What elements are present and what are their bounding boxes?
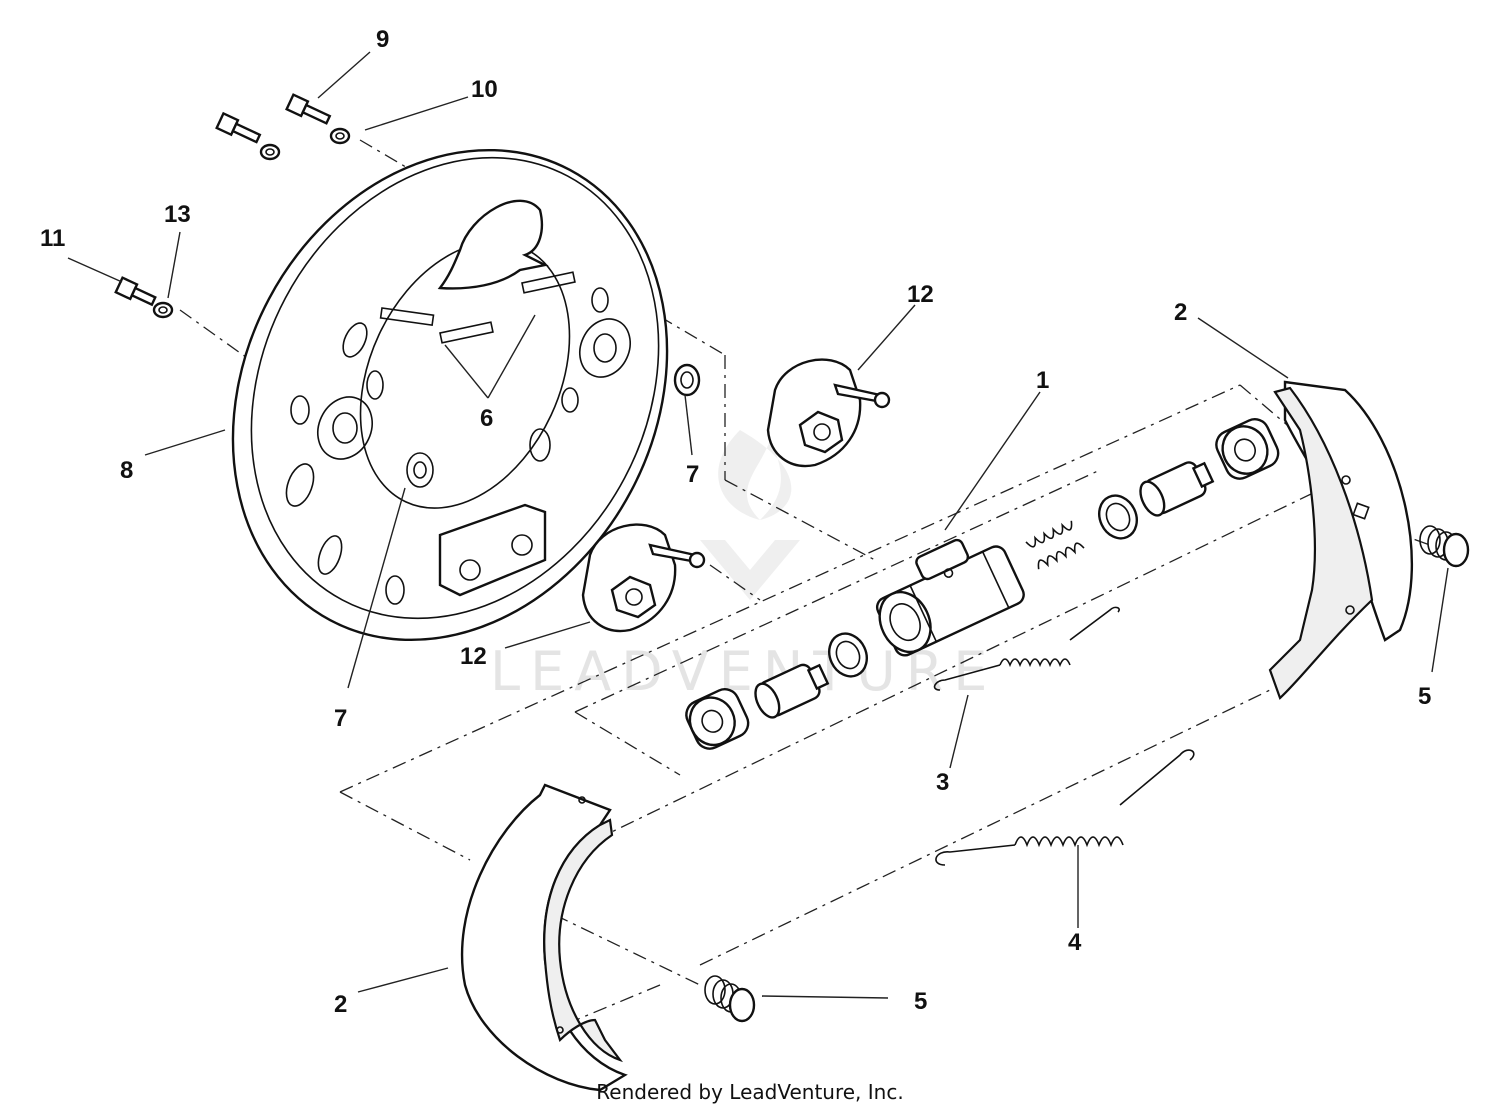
hold-down-spring-left (704, 975, 756, 1023)
brake-shoe-right (1268, 380, 1413, 700)
bolt-item-11 (114, 276, 157, 307)
hold-down-spring-right (1419, 525, 1470, 568)
washer-item-7-right (673, 363, 701, 397)
washer-item-10 (329, 127, 351, 145)
callout-3: 3 (936, 769, 949, 796)
wheel-cylinder-assembly (685, 418, 1280, 750)
callout-4: 4 (1068, 929, 1082, 956)
callout-11: 11 (40, 225, 65, 252)
backing-plate (231, 148, 669, 642)
callout-8: 8 (120, 457, 133, 484)
bolt-top-left (215, 111, 262, 144)
callout-labels: 9 10 11 13 8 6 7 7 12 12 1 2 2 3 4 5 5 (40, 26, 1431, 1018)
adjuster-cam-lower (581, 523, 706, 633)
callout-5-left: 5 (914, 988, 927, 1015)
washer-top-left (259, 143, 281, 161)
callout-5-right: 5 (1418, 683, 1431, 710)
callout-13: 13 (164, 201, 191, 228)
bolt-and-washer-group-top (215, 93, 351, 161)
brake-shoe-left (460, 783, 628, 1092)
return-spring-upper (933, 606, 1120, 691)
leader-lines (67, 51, 1449, 999)
callout-2-left: 2 (334, 991, 347, 1018)
callout-10: 10 (471, 76, 498, 103)
callout-7-right: 7 (686, 461, 699, 488)
callout-1: 1 (1036, 367, 1049, 394)
callout-6: 6 (480, 405, 493, 432)
bolt-item-9 (285, 93, 332, 125)
callout-12-upper: 12 (907, 281, 934, 308)
callout-9: 9 (376, 26, 389, 53)
callout-7-left: 7 (334, 705, 347, 732)
return-spring-lower (935, 749, 1195, 866)
render-credit: Rendered by LeadVenture, Inc. (596, 1080, 904, 1104)
adjuster-cam-upper (766, 358, 891, 468)
callout-2-right: 2 (1174, 299, 1187, 326)
callout-12-lower: 12 (460, 643, 487, 670)
washer-item-13 (152, 301, 174, 319)
